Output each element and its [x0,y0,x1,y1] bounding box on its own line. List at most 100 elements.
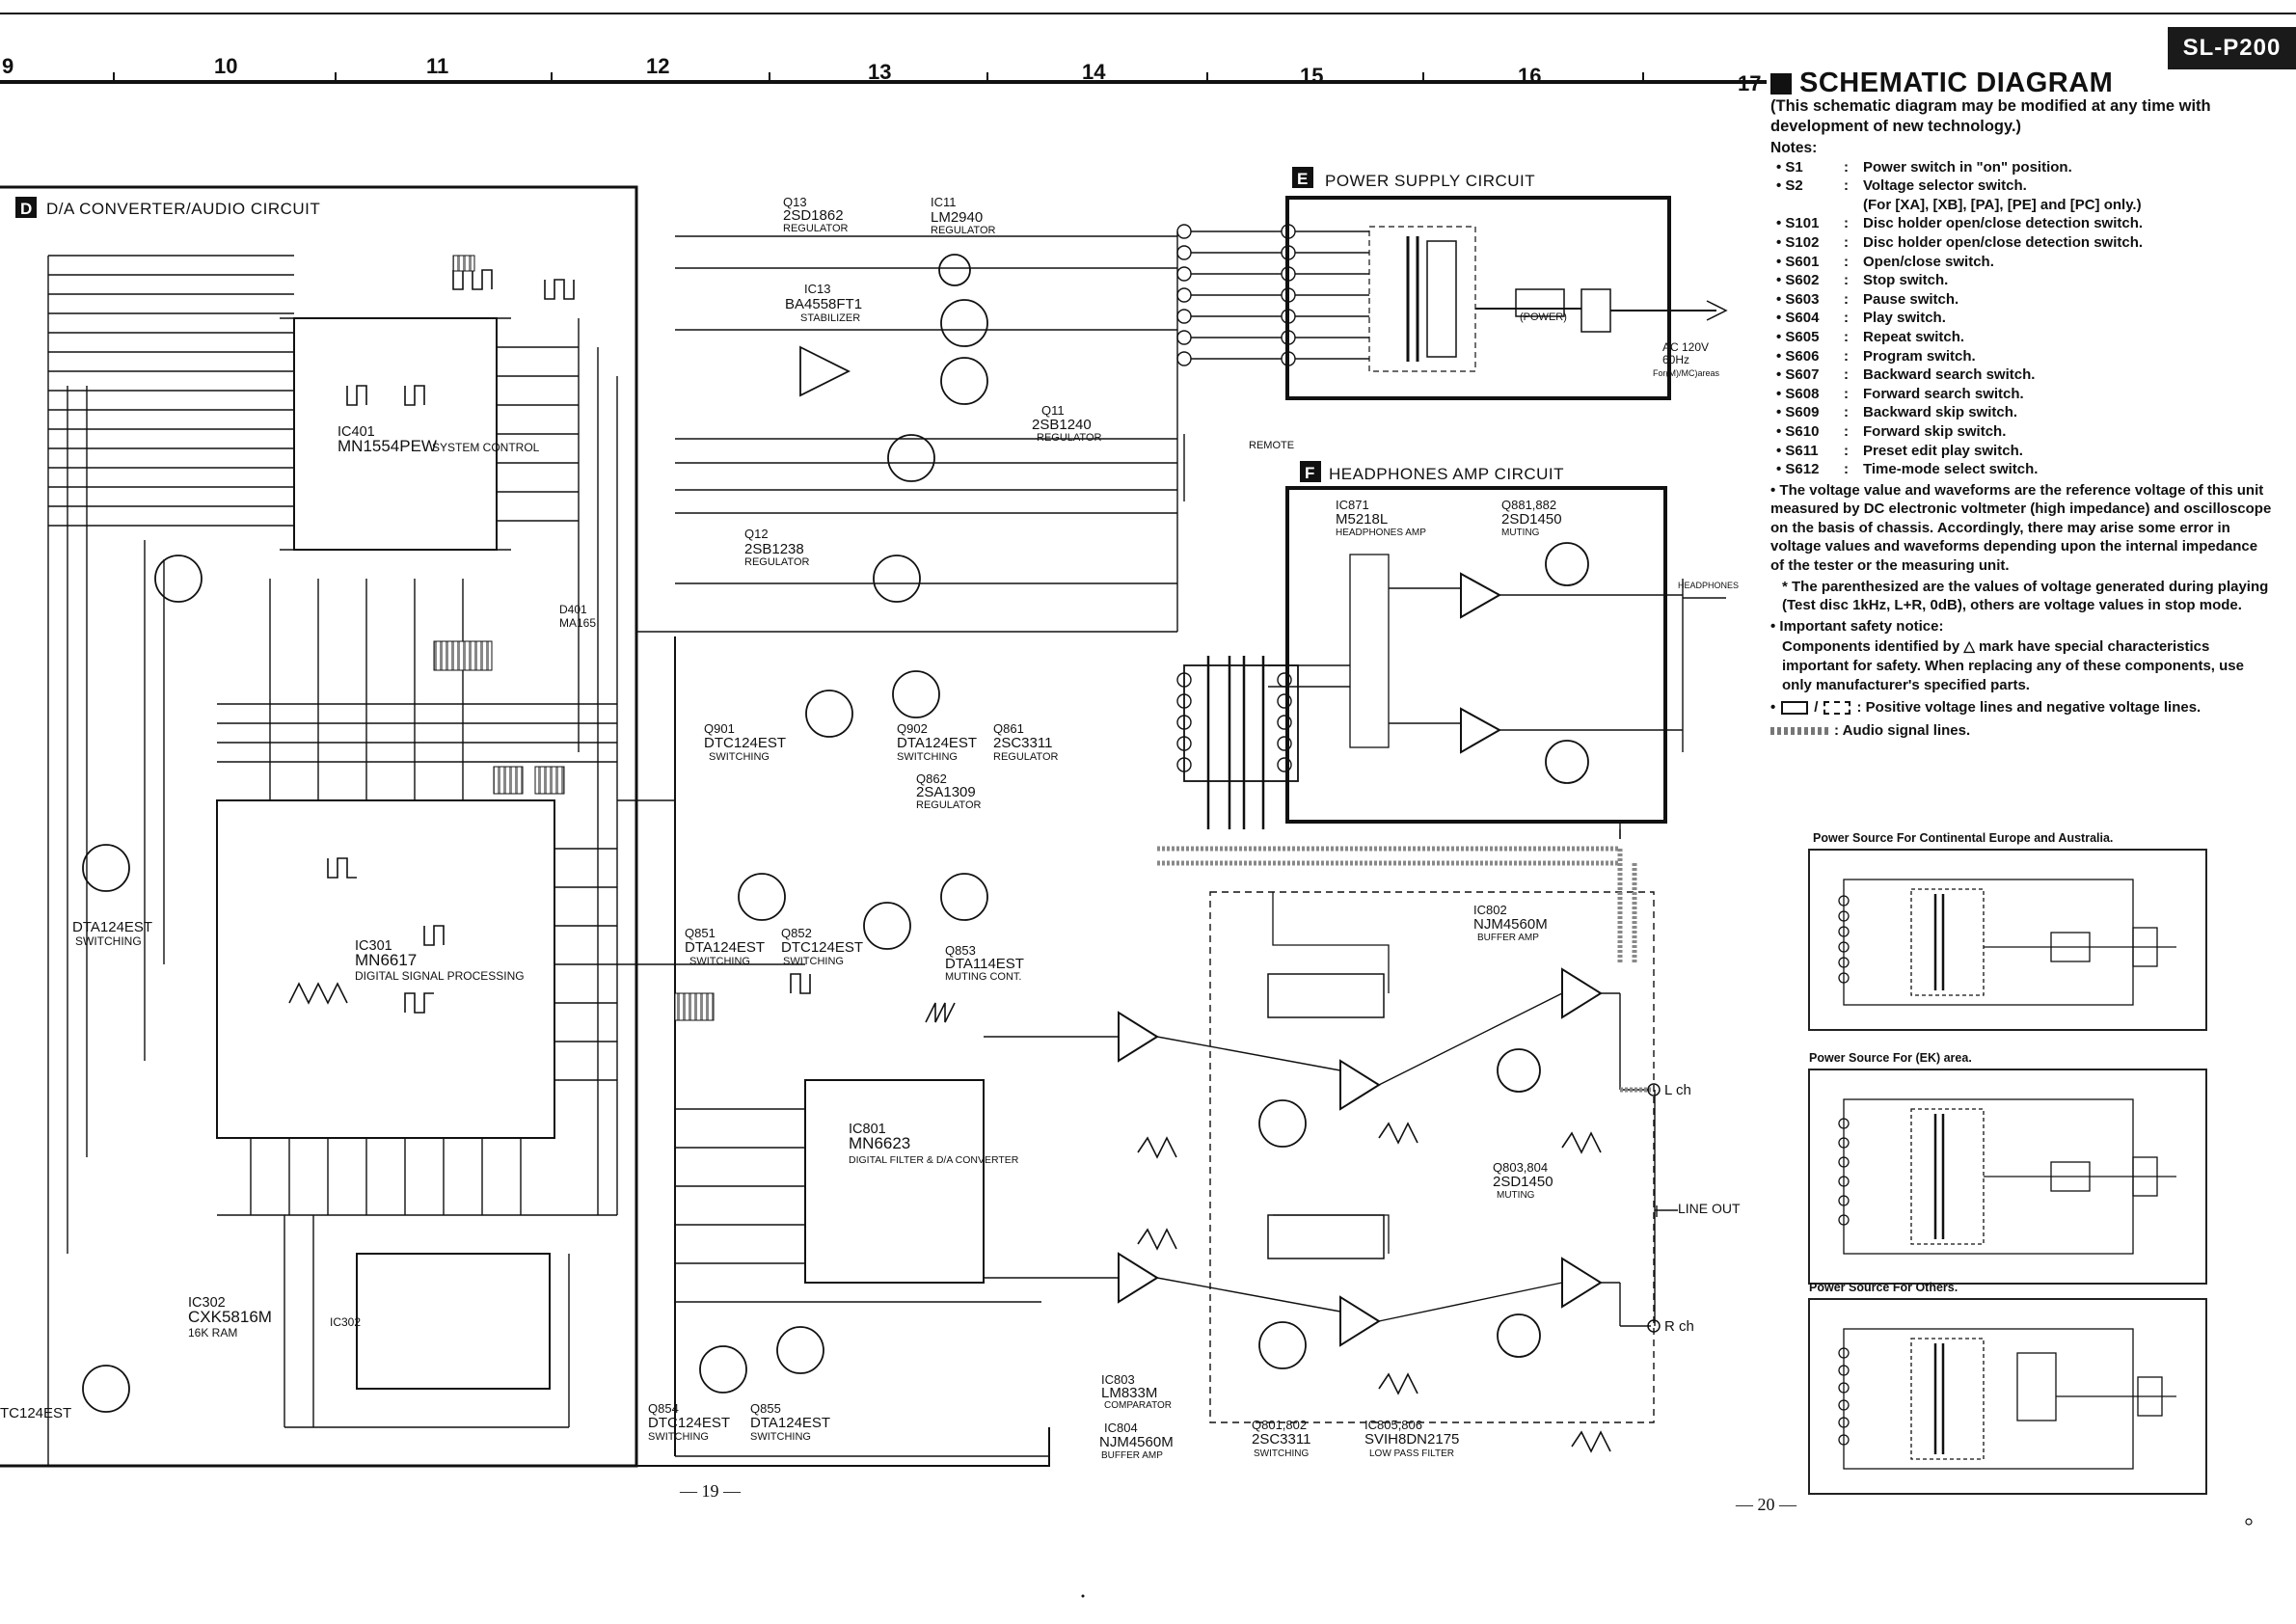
power-switch [1515,288,1565,317]
transistor-q855 [776,1326,824,1374]
q803-ref: Q803,804 [1493,1160,1548,1175]
switch-key: • S609 [1776,404,1820,421]
q12-ref: Q12 [744,527,769,541]
switch-key: • S610 [1776,422,1820,440]
da-converter-region [0,185,1611,1468]
switch-desc: Play switch. [1863,310,1946,327]
ic302-label: IC302 [188,1295,226,1311]
section-f-title: HEADPHONES AMP CIRCUIT [1329,465,1564,483]
switch-key: • S611 [1776,442,1819,459]
q11-part: 2SB1240 [1032,417,1092,433]
ruler-num: 9 [2,54,14,78]
q881-part: 2SD1450 [1501,511,1562,528]
switch-colon: : [1844,177,1849,195]
ac-frequency: 60Hz [1662,353,1689,366]
ic802-opamp-a [1561,967,1603,1019]
switch-note-row: • S612:Time-mode select switch. [1770,460,2272,479]
headphones-region [1176,486,1726,839]
q901-part: DTC124EST [704,735,786,751]
q902-ref: Q902 [897,721,928,736]
ic13-ref: IC13 [804,282,830,296]
ruler-num: 10 [214,54,237,78]
ic301-ref: IC301 [355,938,392,954]
ic302-function: 16K RAM [188,1326,237,1340]
section-f-label: F HEADPHONES AMP CIRCUIT IC871 M5218L HE… [1300,461,1739,590]
q862-ref: Q862 [916,771,947,786]
switch-colon: : [1844,385,1849,402]
switch-key: • S1 [1776,158,1803,176]
ic803-part: LM833M [1101,1385,1157,1401]
q351-part: DTA124EST [72,919,152,935]
audio-line-icon [1770,726,1828,735]
bullet-icon: • [1770,699,1776,717]
q862-part: 2SA1309 [916,784,976,800]
headphones-label: HEADPHONES [1678,581,1739,590]
page-number-left: — 19 — [680,1481,741,1501]
ic871-opamp-a [1460,572,1502,619]
power-source-ek-drawing [1838,1098,2176,1255]
transistor-q351 [82,844,130,892]
legend-audio-lines: : Audio signal lines. [1770,721,2272,741]
switch-desc: Pause switch. [1863,290,1959,308]
switch-colon: : [1844,461,1849,478]
power-source-europe-drawing [1838,879,2176,1006]
ic301-body [216,799,555,1139]
ac-areas: For(M)/MC)areas [1653,368,1719,378]
ic401-function: SYSTEM CONTROL [432,441,540,454]
switch-desc: Time-mode select switch. [1863,461,2039,478]
model-badge: SL-P200 [2168,27,2296,69]
page-number-right: — 20 — [1736,1495,1796,1514]
switch-key: • S605 [1776,328,1820,345]
power-source-title: Power Source For Others. [1809,1281,1958,1294]
switch-colon: : [1844,404,1849,421]
switch-note-row: • S610:Forward skip switch. [1770,422,2272,442]
ic11-part: LM2940 [931,209,983,226]
q881-ref: Q881,882 [1501,498,1556,512]
switch-note-row: • S607:Backward search switch. [1770,365,2272,385]
ic803-opamp-a [1118,1011,1159,1063]
q852-part: DTC124EST [781,939,863,956]
ic802-opamp-b [1561,1257,1603,1309]
rch-label: R ch [1664,1318,1694,1335]
switch-note-row: • S611:Preset edit play switch. [1770,442,2272,461]
q854-function: SWITCHING [648,1431,709,1443]
switch-note-row: • S101:Disc holder open/close detection … [1770,214,2272,233]
ic804-part: NJM4560M [1099,1434,1174,1450]
transistor-q853 [940,873,988,921]
switch-desc: Forward skip switch. [1863,422,2007,440]
positive-line-icon [1781,701,1809,716]
switch-note-row: • S604:Play switch. [1770,309,2272,328]
switch-note-row: • S1:Power switch in "on" position. [1770,158,2272,177]
ic805-part: SVIH8DN2175 [1364,1431,1459,1448]
switch-note-row: • S605:Repeat switch. [1770,328,2272,347]
q902-part: DTA124EST [897,735,977,751]
ic301-part: MN6617 [355,951,417,969]
power-source-title: Power Source For Continental Europe and … [1813,831,2114,845]
notes-heading: Notes: [1770,140,1818,156]
safety-heading: • Important safety notice: [1770,617,1944,635]
q11-ref: Q11 [1041,403,1065,418]
ic11-function: REGULATOR [931,225,995,236]
slash-glyph: / [1814,699,1819,717]
switch-note-row: • S2:Voltage selector switch. [1770,176,2272,196]
switch-key: • S603 [1776,290,1820,308]
switch-key: • S608 [1776,385,1820,402]
q854-ref: Q854 [648,1401,679,1416]
switch-colon: : [1844,347,1849,365]
transistor-q902 [892,670,940,718]
ic805-function: LOW PASS FILTER [1369,1448,1454,1459]
legend-audio-text: : Audio signal lines. [1834,721,1971,739]
switch-colon: : [1844,442,1849,459]
ic805-ref: IC805,806 [1364,1418,1422,1432]
analog-output-region [984,846,1678,1423]
q11-function: REGULATOR [1037,432,1101,444]
switch-key: • S606 [1776,347,1820,365]
lineout-label: LINE OUT [1678,1201,1741,1216]
switch-key: • S602 [1776,272,1820,289]
switch-key: • S601 [1776,253,1820,270]
ic13-part: BA4558FT1 [785,296,862,312]
ic11-ref: IC11 [931,195,957,209]
switch-desc: Backward search switch. [1863,366,2036,384]
switch-colon: : [1844,366,1849,384]
